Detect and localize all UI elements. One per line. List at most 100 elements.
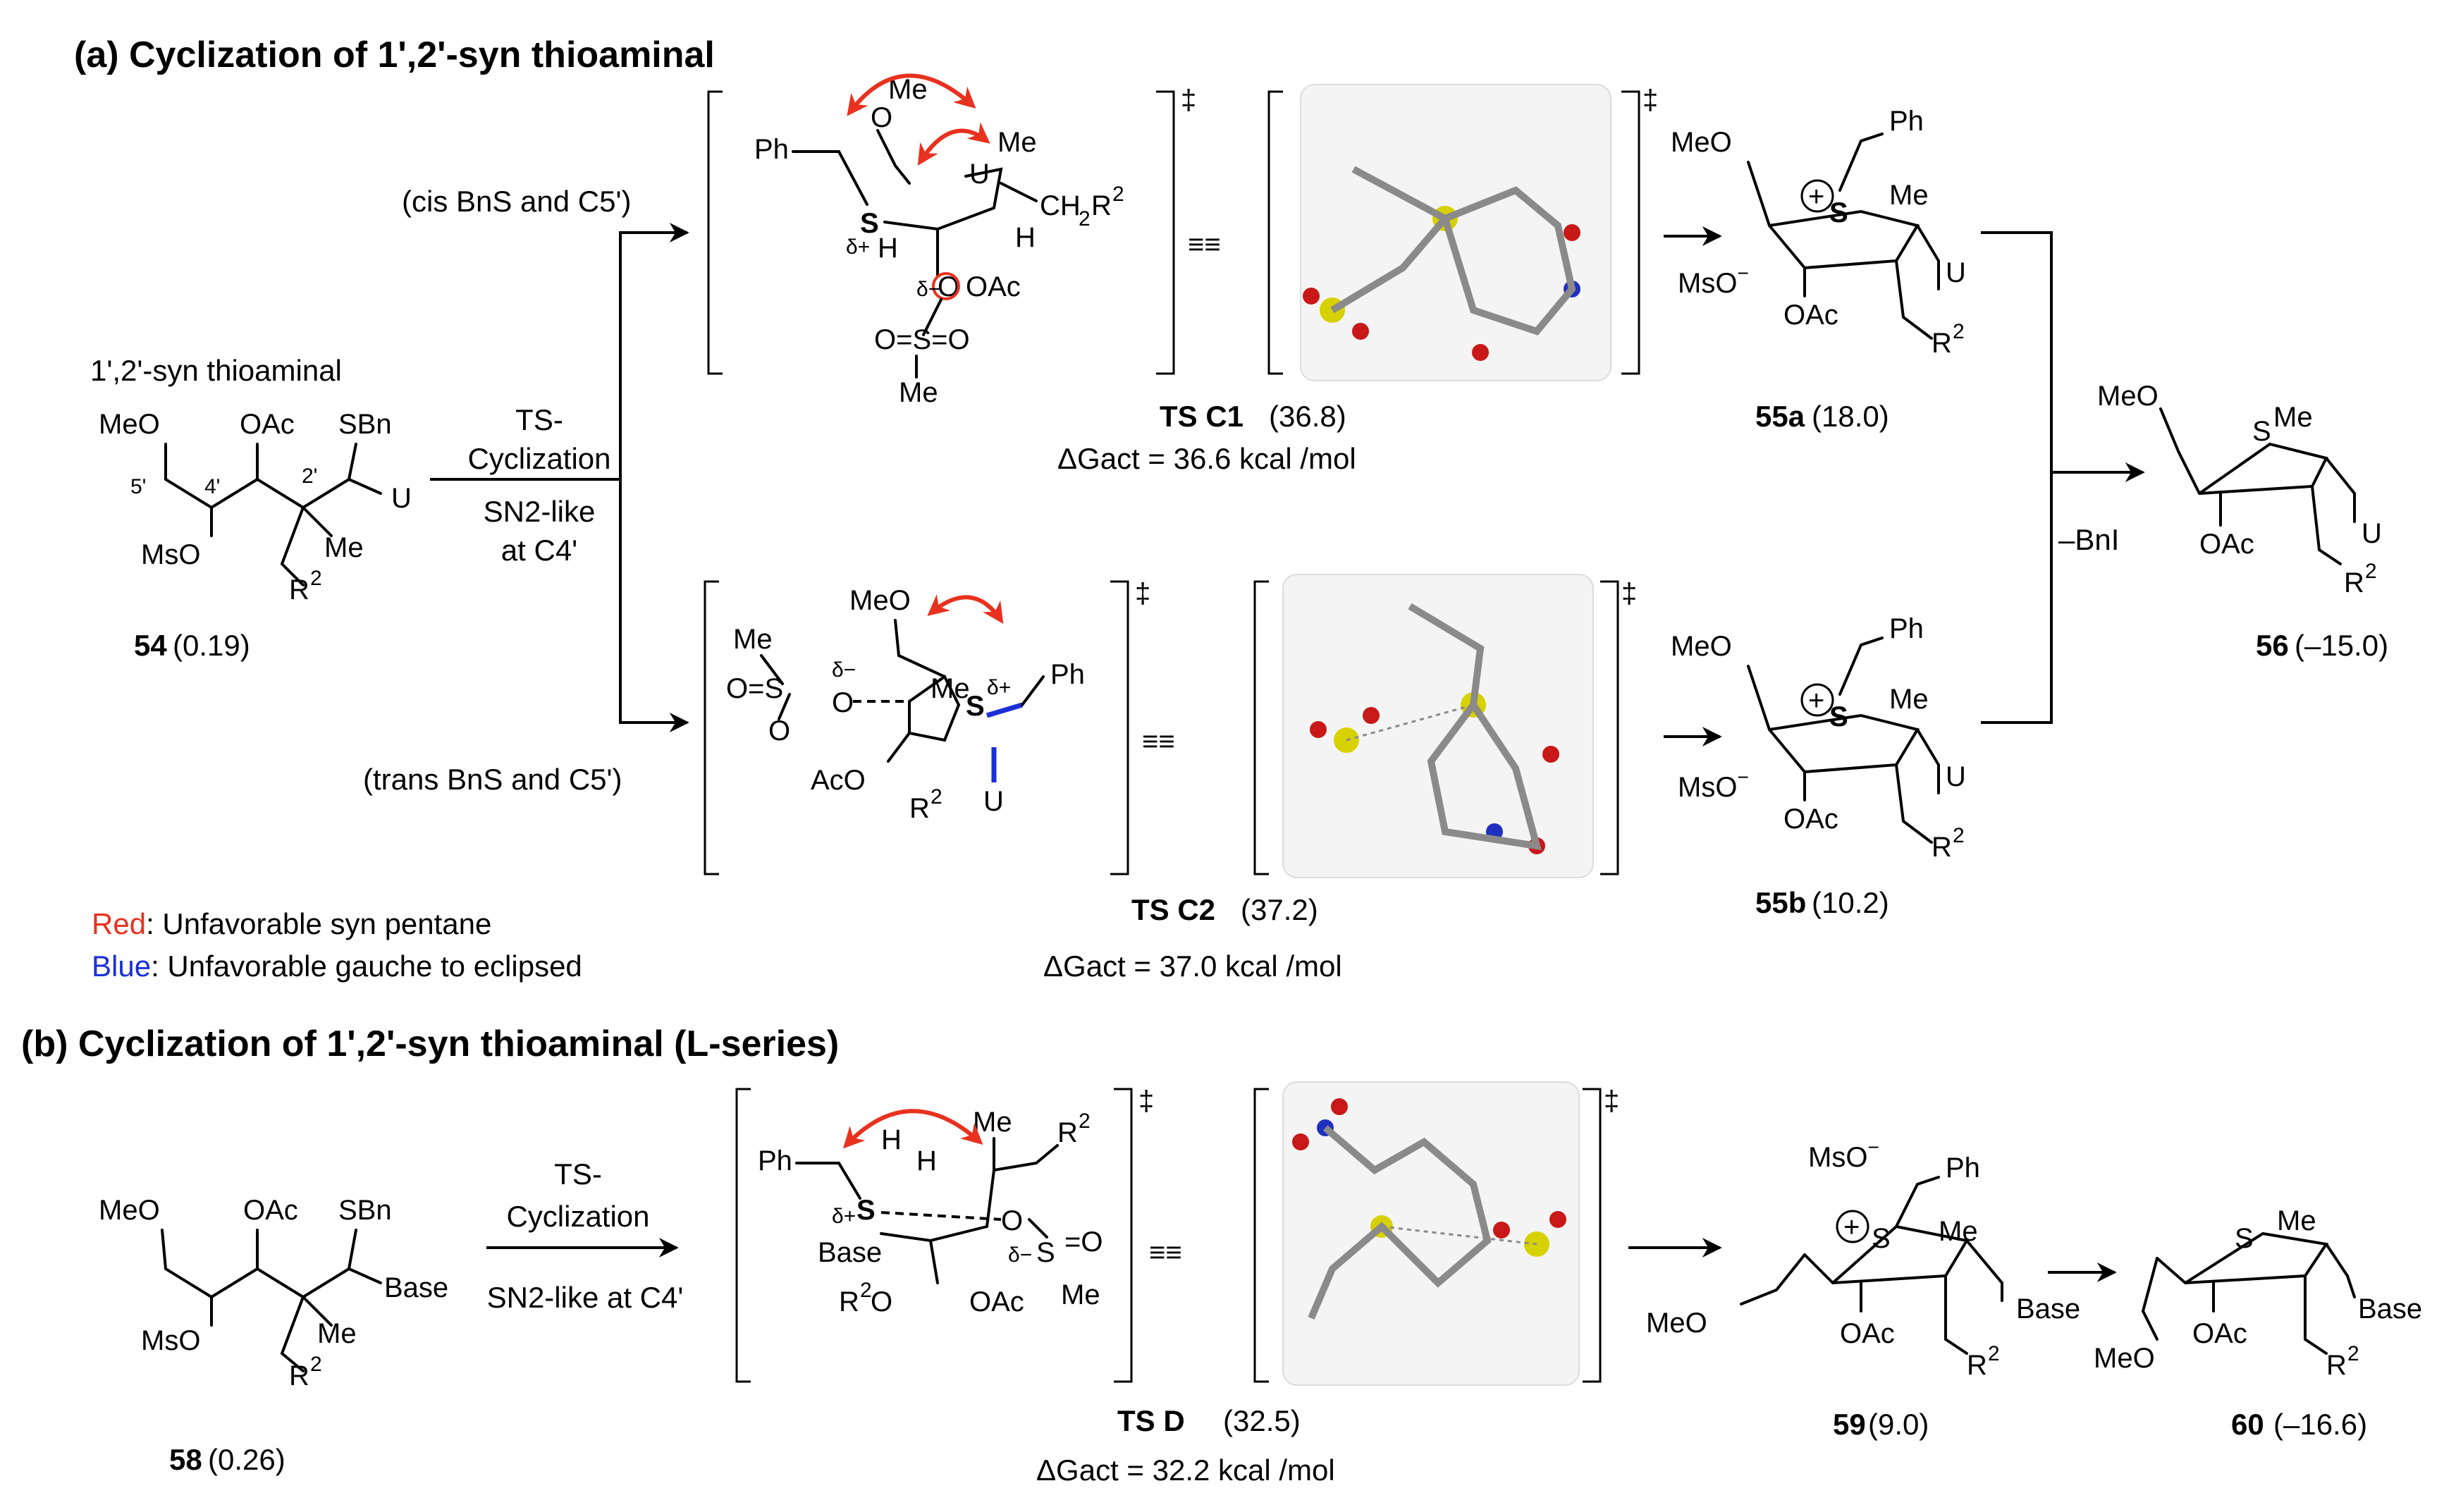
compound-59: MsO− Ph + S Me MeO Base OAc R 2 59 (9.0) xyxy=(1646,1136,2080,1441)
svg-text:Base: Base xyxy=(2358,1293,2422,1324)
svg-text:‡: ‡ xyxy=(1642,85,1658,116)
legend-blue-word: Blue xyxy=(92,949,151,983)
svg-text:Base: Base xyxy=(818,1237,882,1268)
svg-text:R: R xyxy=(1967,1350,1987,1381)
cond-b-line3: SN2-like at C4' xyxy=(487,1281,684,1314)
svg-text:U: U xyxy=(1946,761,1966,792)
legend-red: Red: Unfavorable syn pentane xyxy=(92,907,491,940)
svg-text:2': 2' xyxy=(302,465,317,488)
svg-text:U: U xyxy=(969,159,990,190)
svg-text:H: H xyxy=(916,1145,937,1176)
svg-text:O: O xyxy=(832,687,854,718)
svg-text:δ−: δ− xyxy=(916,278,940,301)
svg-text:Me: Me xyxy=(2273,402,2313,433)
svg-text:O: O xyxy=(871,102,892,133)
svg-text:5': 5' xyxy=(130,475,146,498)
svg-text:Base: Base xyxy=(2016,1293,2080,1324)
svg-text:Ph: Ph xyxy=(754,134,789,165)
svg-text:OAc: OAc xyxy=(243,1195,298,1226)
svg-text:2: 2 xyxy=(931,785,942,809)
svg-text:OAc: OAc xyxy=(2192,1318,2247,1349)
svg-text:S: S xyxy=(856,1195,876,1226)
svg-text:MeO: MeO xyxy=(2097,381,2159,412)
svg-text:Ph: Ph xyxy=(1946,1153,1980,1184)
cond-b-line1: TS- xyxy=(554,1157,602,1191)
svg-text:Ph: Ph xyxy=(1889,106,1924,137)
compound-60: S Me MeO Base OAc R 2 60 (–16.6) xyxy=(2094,1205,2422,1441)
svg-text:‡: ‡ xyxy=(1138,1086,1154,1117)
p55a-id: 55a xyxy=(1755,400,1805,433)
svg-text:O: O xyxy=(871,1286,892,1317)
svg-text:U: U xyxy=(1946,257,1966,288)
cond-a-line1: TS- xyxy=(515,403,563,436)
svg-text:O: O xyxy=(1001,1205,1023,1236)
svg-text:H: H xyxy=(878,233,898,264)
svg-text:2: 2 xyxy=(1953,320,1965,343)
svg-text:MeO: MeO xyxy=(99,409,160,440)
ts-c2-structure: ‡ MeO Me O=S O O δ− Me S δ+ Ph U AcO R 2… xyxy=(704,578,1175,875)
svg-text:S: S xyxy=(1036,1237,1055,1268)
ts-d-3d-model: ‡ xyxy=(1253,1081,1619,1386)
cond-a-line2: Cyclization xyxy=(467,442,610,475)
svg-text:≡≡: ≡≡ xyxy=(1149,1237,1182,1268)
svg-text:MsO−: MsO− xyxy=(1808,1136,1879,1173)
svg-text:Base: Base xyxy=(384,1272,448,1303)
ts-c1-structure: ‡ Ph O Me S δ+ Me U CH 2 R 2 H H O δ− OA… xyxy=(707,73,1221,408)
svg-text:4': 4' xyxy=(204,475,220,498)
compound-56: MeO S Me U OAc R 2 56 (–15.0) xyxy=(2097,381,2388,662)
svg-text:Me: Me xyxy=(899,377,938,408)
svg-text:≡≡: ≡≡ xyxy=(1142,726,1175,757)
svg-text:OAc: OAc xyxy=(1783,804,1838,835)
svg-text:δ−: δ− xyxy=(1008,1243,1032,1267)
p55b-id: 55b xyxy=(1755,886,1806,919)
p56-energy: (–15.0) xyxy=(2295,629,2388,662)
svg-text:S: S xyxy=(2252,416,2271,447)
heading-b: (b) Cyclization of 1',2'-syn thioaminal … xyxy=(21,1024,839,1064)
ts-c2-dg: ΔGact = 37.0 kcal /mol xyxy=(1043,949,1342,983)
svg-text:O=S: O=S xyxy=(726,673,783,704)
svg-text:S: S xyxy=(966,691,985,722)
svg-text:Me: Me xyxy=(997,127,1037,158)
compound-55a: MeO Ph + S Me U MsO− OAc R 2 55a (18.0) xyxy=(1664,106,1966,433)
svg-text:δ+: δ+ xyxy=(846,235,870,259)
svg-text:MeO: MeO xyxy=(1671,127,1732,158)
ts-d-dg: ΔGact = 32.2 kcal /mol xyxy=(1036,1453,1335,1487)
legend: Red: Unfavorable syn pentane Blue: Unfav… xyxy=(92,907,582,983)
svg-text:≡≡: ≡≡ xyxy=(1188,229,1221,260)
ts-c2-label: TS C2 xyxy=(1131,893,1215,926)
merge-reagent: –BnI xyxy=(2058,523,2119,556)
svg-text:OAc: OAc xyxy=(1840,1318,1895,1349)
svg-text:Me: Me xyxy=(1889,684,1929,715)
svg-text:O: O xyxy=(768,715,790,746)
svg-text:Me: Me xyxy=(2277,1205,2316,1236)
svg-text:R: R xyxy=(1932,832,1952,863)
svg-text:SBn: SBn xyxy=(338,1195,392,1226)
compound-54: 1',2'-syn thioaminal MeO OAc SBn U 5' 4'… xyxy=(90,354,412,662)
legend-red-text: : Unfavorable syn pentane xyxy=(146,907,491,940)
start-energy-58: (0.26) xyxy=(208,1443,285,1476)
legend-red-word: Red xyxy=(92,907,146,940)
svg-text:R: R xyxy=(909,793,930,824)
p60-id: 60 xyxy=(2231,1408,2264,1441)
svg-text:S: S xyxy=(2235,1223,2254,1254)
svg-text:MsO−: MsO− xyxy=(1678,766,1749,803)
svg-text:+: + xyxy=(1843,1212,1860,1243)
svg-text:R: R xyxy=(839,1286,859,1317)
svg-text:MeO: MeO xyxy=(99,1195,160,1226)
svg-text:R: R xyxy=(289,1360,309,1391)
conditions-a: TS- Cyclization SN2-like at C4' xyxy=(430,223,689,732)
svg-text:U: U xyxy=(2362,518,2382,549)
p59-energy: (9.0) xyxy=(1868,1408,1929,1441)
svg-text:OAc: OAc xyxy=(240,409,295,440)
svg-text:Me: Me xyxy=(1889,180,1929,211)
svg-text:2: 2 xyxy=(2365,560,2377,583)
svg-text:δ+: δ+ xyxy=(987,676,1011,699)
svg-text:R: R xyxy=(289,574,309,606)
p60-energy: (–16.6) xyxy=(2273,1408,2367,1441)
start-caption: 1',2'-syn thioaminal xyxy=(90,354,342,387)
svg-text:MsO−: MsO− xyxy=(1678,262,1749,299)
legend-blue-text: : Unfavorable gauche to eclipsed xyxy=(151,949,582,983)
svg-text:Me: Me xyxy=(973,1107,1012,1138)
svg-text:2: 2 xyxy=(2347,1342,2359,1365)
